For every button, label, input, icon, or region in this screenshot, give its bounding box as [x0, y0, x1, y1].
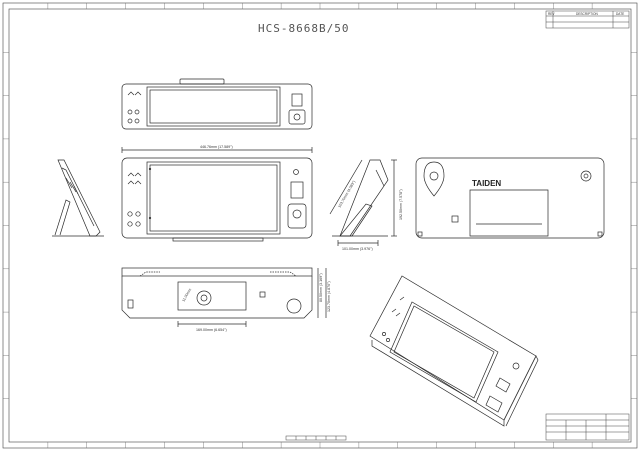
brand-logo-text: TAIDEN — [472, 179, 501, 188]
depth-dimension-label: 101.00mm (3.976") — [342, 247, 373, 251]
bottom-view — [121, 267, 327, 327]
date-header: DATE — [616, 11, 625, 16]
base-height-b-label: 123.70mm (4.870") — [327, 281, 331, 312]
title-block — [285, 413, 630, 441]
small-dimension-label: 11.00mm — [181, 288, 192, 303]
rear-view — [415, 157, 605, 239]
revision-table — [545, 10, 630, 29]
base-width-dimension-label: 169.00mm (6.654") — [196, 328, 227, 332]
angle-dimension-label: 103.70mm (4.083") — [337, 180, 356, 209]
isometric-view — [369, 275, 539, 427]
drawing-title: HCS-8668B/50 — [258, 22, 350, 35]
front-view-main — [121, 147, 313, 242]
side-view-left — [52, 159, 104, 237]
base-height-a-label: 80.50mm (3.169") — [319, 273, 323, 302]
height-dimension-label: 192.50mm (7.578") — [399, 189, 403, 220]
zone-ticks — [3, 3, 637, 448]
width-dimension-label: 446.76mm (17.589") — [200, 145, 233, 149]
description-header: DESCRIPTION — [576, 11, 598, 16]
side-view-right — [329, 159, 397, 246]
front-view-top — [121, 78, 313, 130]
rev-header: REV — [548, 11, 555, 16]
